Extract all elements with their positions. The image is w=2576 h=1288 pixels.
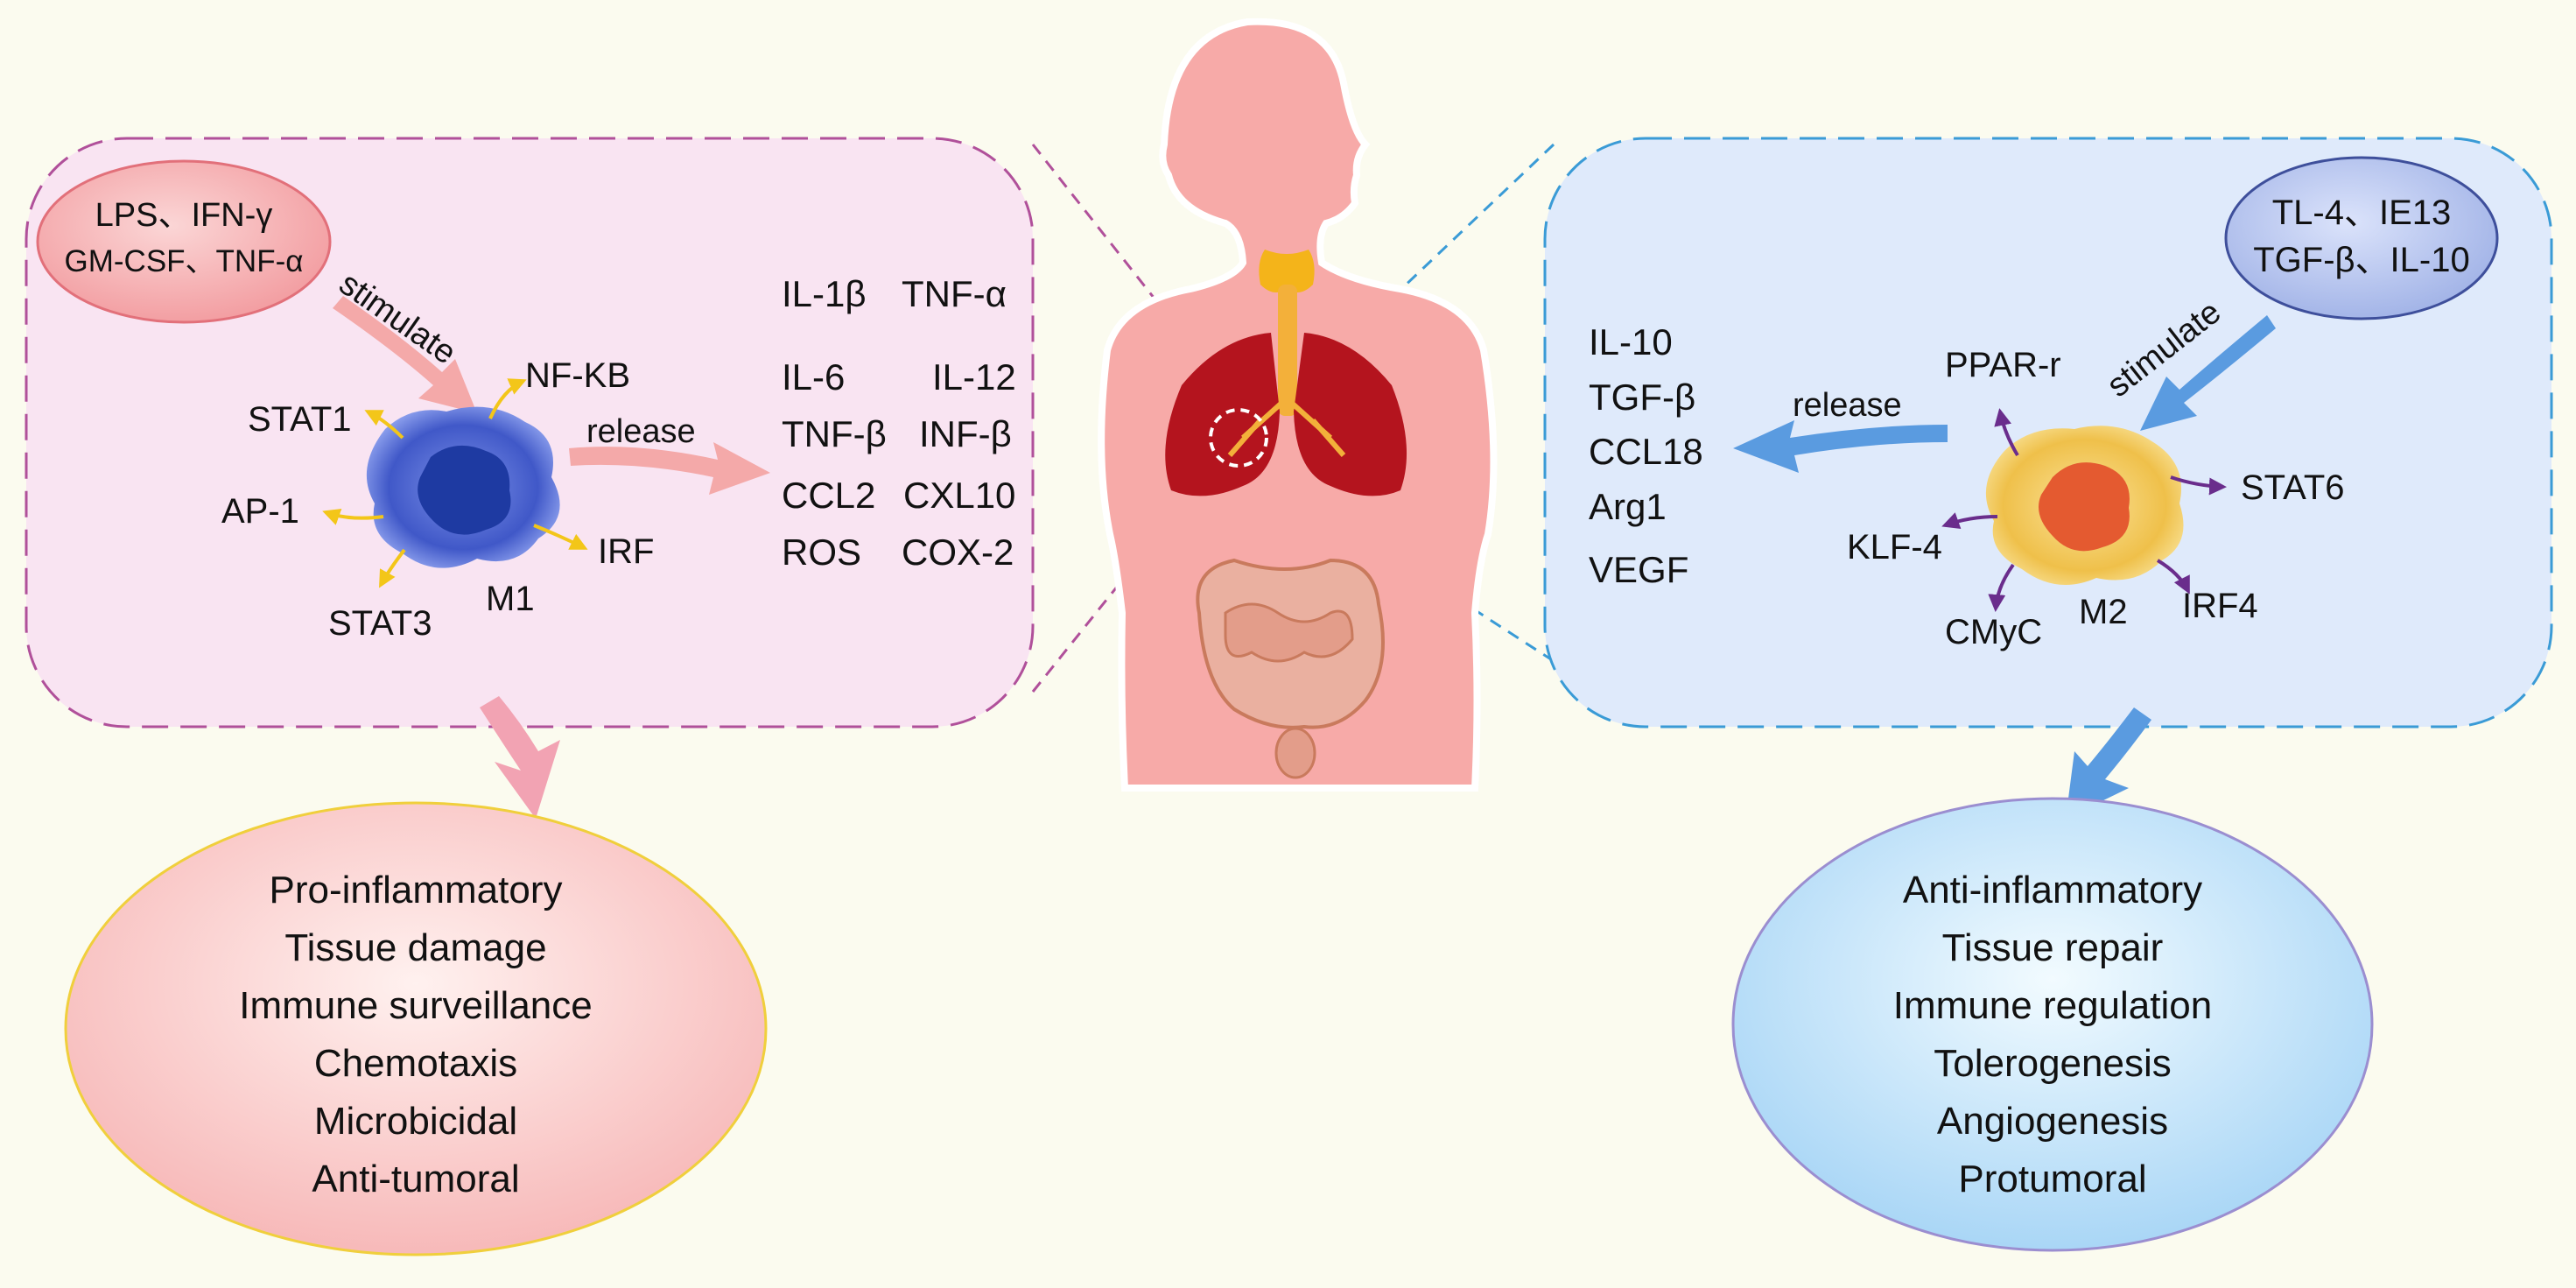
- m1-factor-stat1: STAT1: [248, 400, 352, 439]
- m1-cytokine-list: IL-1β TNF-α IL-6 IL-12 TNF-β INF-β CCL2 …: [782, 273, 1016, 573]
- m1-cytokine: COX-2: [902, 531, 1014, 573]
- m1-factor-ap1: AP-1: [221, 492, 299, 531]
- m1-stimulus-line-1: LPS、IFN-γ: [95, 197, 273, 234]
- m2-factor-ppar: PPAR-r: [1945, 346, 2061, 384]
- m2-outcome-arrow: [2066, 707, 2151, 819]
- m2-cell-label: M2: [2079, 593, 2128, 631]
- m2-cytokine-list: IL-10 TGF-β CCL18 Arg1 VEGF: [1589, 321, 1703, 590]
- m2-function: Angiogenesis: [1937, 1100, 2168, 1143]
- m1-stimulus-line-2: GM-CSF、TNF-α: [65, 244, 304, 278]
- m1-function: Pro-inflammatory: [270, 869, 563, 911]
- m2-functions-ellipse: [1731, 797, 2374, 1252]
- m1-cytokine: IL-12: [932, 356, 1016, 398]
- m1-function: Anti-tumoral: [312, 1158, 519, 1200]
- m2-cytokine: VEGF: [1589, 549, 1688, 590]
- m1-factor-nfkb: NF-KB: [525, 356, 630, 395]
- m1-factor-irf: IRF: [598, 532, 654, 571]
- m1-release-arrow: [569, 442, 770, 495]
- m2-cytokine: CCL18: [1589, 431, 1703, 472]
- m2-macrophage-cell: [1985, 426, 2184, 585]
- m1-cytokine: INF-β: [919, 413, 1012, 454]
- m2-factor-arrows: [1941, 408, 2227, 612]
- m1-factor-arrows: [322, 378, 588, 588]
- m2-stimulus-line-2: TGF-β、IL-10: [2253, 241, 2469, 279]
- m2-function: Tissue repair: [1942, 926, 2164, 969]
- m1-cytokine: TNF-β: [782, 413, 887, 454]
- m2-functions-list: Anti-inflammatory Tissue repair Immune r…: [1893, 869, 2212, 1200]
- m1-cytokine: ROS: [782, 531, 861, 573]
- m2-factor-stat6: STAT6: [2241, 468, 2345, 507]
- m2-function: Immune regulation: [1893, 984, 2212, 1027]
- m1-release-label: release: [586, 413, 696, 450]
- m2-function: Tolerogenesis: [1934, 1042, 2172, 1085]
- m1-functions-list: Pro-inflammatory Tissue damage Immune su…: [239, 869, 593, 1200]
- m1-functions-ellipse: [64, 801, 768, 1256]
- m1-cytokine: IL-6: [782, 356, 845, 398]
- m2-function: Protumoral: [1958, 1158, 2146, 1200]
- m2-stimulus-line-1: TL-4、IE13: [2272, 194, 2452, 232]
- m1-cytokine: CCL2: [782, 475, 875, 516]
- m2-stimuli-ellipse: [2224, 156, 2499, 320]
- m1-outcome-arrow: [480, 696, 560, 819]
- human-body-illustration: [1098, 18, 1498, 792]
- m2-factor-cmyc: CMyC: [1945, 613, 2042, 651]
- m1-cytokine: CXL10: [903, 475, 1015, 516]
- m2-stimulate-arrow: [2140, 315, 2276, 431]
- m1-cytokine: IL-1β: [782, 273, 867, 314]
- m1-function: Chemotaxis: [314, 1042, 517, 1085]
- m1-function: Tissue damage: [284, 926, 546, 969]
- m1-cell-label: M1: [486, 580, 535, 618]
- m1-stimulate-arrow: [333, 296, 477, 413]
- m2-function: Anti-inflammatory: [1903, 869, 2202, 911]
- m2-factor-irf4: IRF4: [2182, 587, 2258, 625]
- m1-stimuli-ellipse: [36, 159, 332, 324]
- m2-cytokine: IL-10: [1589, 321, 1673, 362]
- m2-release-label: release: [1793, 387, 1902, 424]
- m1-function: Immune surveillance: [239, 984, 593, 1027]
- m2-release-arrow: [1733, 420, 1948, 473]
- m1-function: Microbicidal: [314, 1100, 517, 1143]
- m1-macrophage-cell: [366, 406, 560, 568]
- m1-cytokine: TNF-α: [902, 273, 1007, 314]
- m1-factor-stat3: STAT3: [328, 604, 432, 643]
- m2-cytokine: TGF-β: [1589, 377, 1695, 418]
- m2-factor-klf4: KLF-4: [1847, 528, 1942, 567]
- lung-zoom-circle: [1209, 408, 1268, 468]
- m2-cytokine: Arg1: [1589, 486, 1667, 527]
